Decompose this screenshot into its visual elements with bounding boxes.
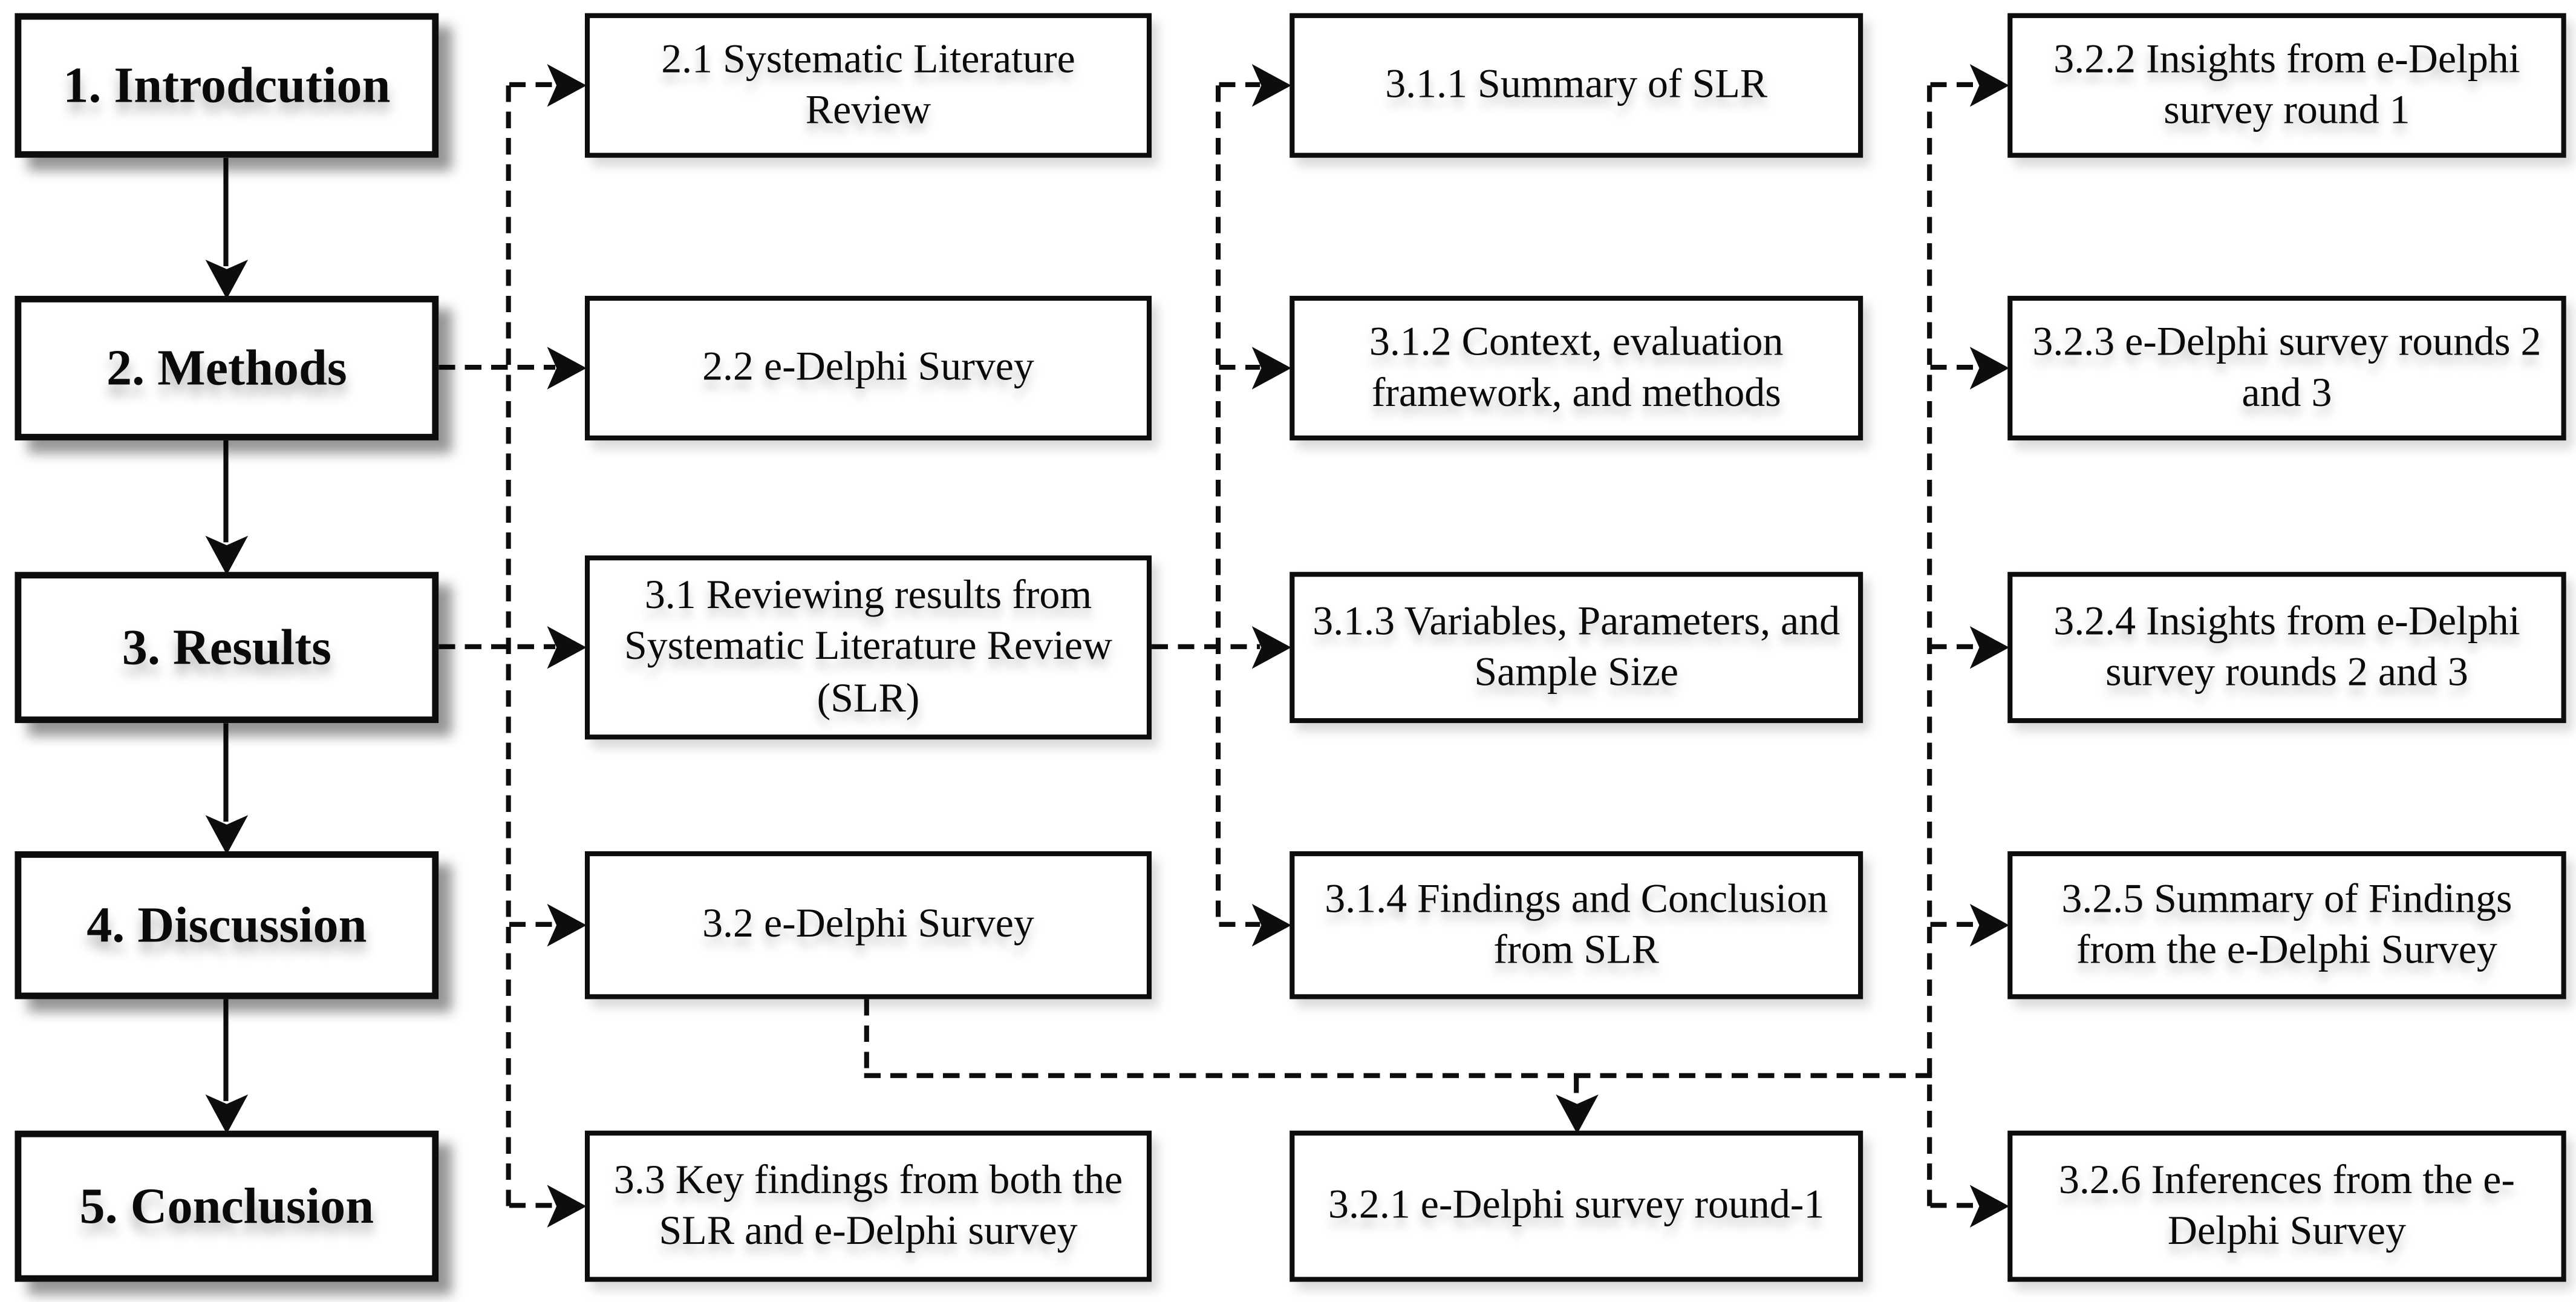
box-3-2-3-rounds-2-3: 3.2.3 e-Delphi survey rounds 2 and 3 <box>2007 295 2566 440</box>
box-3-2-1-survey-round-1: 3.2.1 e-Delphi survey round-1 <box>1290 1130 1864 1282</box>
box-methods: 2. Methods <box>15 295 439 440</box>
dashed-line-to-2-1 <box>509 82 556 87</box>
dashed-line-to-3-2-2 <box>1930 82 1978 87</box>
box-3-1-1-label: 3.1.1 Summary of SLR <box>1385 62 1768 108</box>
solid-line-results-discussion <box>223 723 229 822</box>
dashed-line-to-3-1-1 <box>1219 82 1260 87</box>
box-3-3-label: 3.3 Key findings from both the SLR and e… <box>613 1157 1123 1254</box>
dashed-line-to-3-3 <box>509 1203 556 1208</box>
box-results-label: 3. Results <box>122 618 331 676</box>
box-3-2-4-insights-rounds-2-3: 3.2.4 Insights from e-Delphi survey roun… <box>2007 572 2566 724</box>
box-3-2-5-label: 3.2.5 Summary of Findings from the e-Del… <box>2061 877 2512 973</box>
dashed-line-to-3-2-3 <box>1930 364 1978 370</box>
dashed-bottom-feeder-line <box>864 1073 1932 1078</box>
box-3-2-1-label: 3.2.1 e-Delphi survey round-1 <box>1328 1183 1825 1228</box>
solid-line-intro-methods <box>223 157 229 267</box>
dashed-line-to-3-2 <box>509 921 556 927</box>
box-3-3-key-findings: 3.3 Key findings from both the SLR and e… <box>584 1130 1152 1282</box>
box-3-1-4-label: 3.1.4 Findings and Conclusion from SLR <box>1325 877 1828 973</box>
dashed-trunk-right <box>1927 85 1932 1206</box>
box-3-1-3-label: 3.1.3 Variables, Parameters, and Sample … <box>1312 599 1841 695</box>
box-3-1-2-context-framework-methods: 3.1.2 Context, evaluation framework, and… <box>1290 295 1864 440</box>
box-3-1-3-variables-parameters: 3.1.3 Variables, Parameters, and Sample … <box>1290 572 1864 724</box>
dashed-line-to-3-1-4 <box>1219 921 1260 927</box>
box-3-2-6-label: 3.2.6 Inferences from the e-Delphi Surve… <box>2058 1157 2516 1254</box>
box-3-2-6-inferences: 3.2.6 Inferences from the e-Delphi Surve… <box>2007 1130 2566 1282</box>
box-3-2-4-label: 3.2.4 Insights from e-Delphi survey roun… <box>2053 599 2520 695</box>
box-2-2-e-delphi-survey: 2.2 e-Delphi Survey <box>584 295 1152 440</box>
box-conclusion: 5. Conclusion <box>15 1130 439 1282</box>
box-discussion: 4. Discussion <box>15 851 439 999</box>
box-discussion-label: 4. Discussion <box>86 896 367 954</box>
dashed-line-to-3-2-6 <box>1930 1203 1978 1208</box>
box-3-1-2-label: 3.1.2 Context, evaluation framework, and… <box>1369 319 1784 416</box>
box-3-2-3-label: 3.2.3 e-Delphi survey rounds 2 and 3 <box>2032 319 2542 416</box>
box-introduction: 1. Introdcution <box>15 13 439 158</box>
box-methods-label: 2. Methods <box>106 339 347 397</box>
dashed-line-to-3-1-2 <box>1219 364 1260 370</box>
box-3-1-reviewing-results-slr: 3.1 Reviewing results from Systematic Li… <box>584 555 1152 740</box>
dashed-drop-from-3-2 <box>864 999 869 1077</box>
box-3-2-2-label: 3.2.2 Insights from e-Delphi survey roun… <box>2053 37 2520 134</box>
dashed-trunk-middle <box>1215 85 1221 926</box>
box-2-2-label: 2.2 e-Delphi Survey <box>702 345 1034 390</box>
box-2-1-label: 2.1 Systematic Literature Review <box>661 37 1075 134</box>
arrowhead-into-3-2-1 <box>1556 1094 1599 1134</box>
dashed-line-results-to-3-1 <box>439 644 556 649</box>
box-3-2-label: 3.2 e-Delphi Survey <box>702 902 1034 947</box>
box-3-1-1-summary-of-slr: 3.1.1 Summary of SLR <box>1290 13 1864 158</box>
dashed-line-methods-to-2-2 <box>439 364 556 370</box>
solid-line-discussion-conclusion <box>223 999 229 1101</box>
box-3-1-4-findings-conclusion: 3.1.4 Findings and Conclusion from SLR <box>1290 851 1864 999</box>
box-2-1-systematic-literature-review: 2.1 Systematic Literature Review <box>584 13 1152 158</box>
dashed-line-3-1-to-3-1-3 <box>1152 644 1260 649</box>
box-introduction-label: 1. Introdcution <box>63 56 391 114</box>
box-3-1-label: 3.1 Reviewing results from Systematic Li… <box>624 573 1113 721</box>
dashed-line-to-3-2-4 <box>1930 644 1978 649</box>
box-3-2-2-insights-round-1: 3.2.2 Insights from e-Delphi survey roun… <box>2007 13 2566 158</box>
box-conclusion-label: 5. Conclusion <box>79 1177 374 1235</box>
box-results: 3. Results <box>15 572 439 724</box>
solid-line-methods-results <box>223 440 229 543</box>
dashed-line-to-3-2-5 <box>1930 921 1978 927</box>
box-3-2-e-delphi-survey: 3.2 e-Delphi Survey <box>584 851 1152 999</box>
dashed-drop-to-3-2-1 <box>1574 1076 1579 1100</box>
box-3-2-5-summary-findings: 3.2.5 Summary of Findings from the e-Del… <box>2007 851 2566 999</box>
